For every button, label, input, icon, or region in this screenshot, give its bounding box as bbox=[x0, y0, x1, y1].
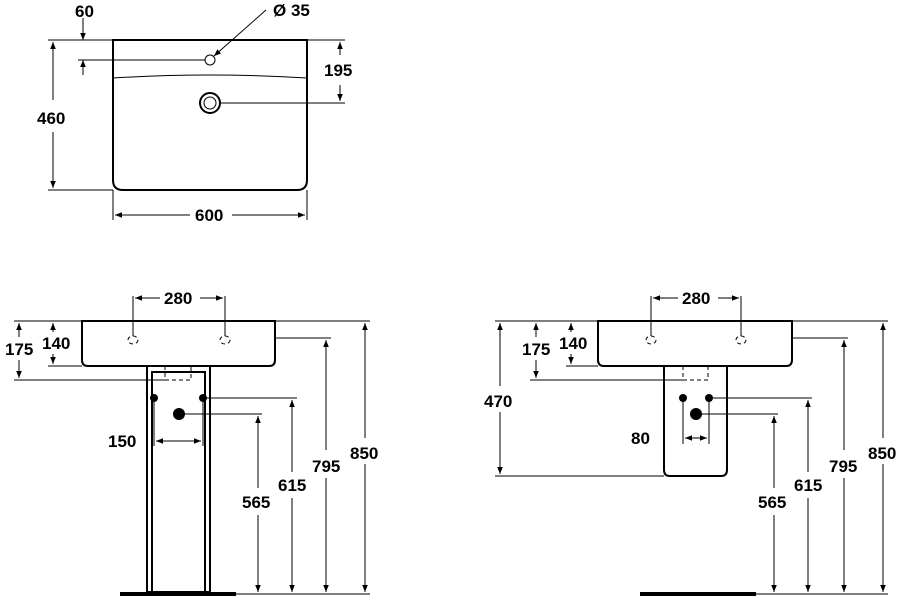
dim-615: 615 bbox=[278, 476, 306, 495]
dim-175: 175 bbox=[5, 340, 33, 359]
dim-depth: 460 bbox=[37, 109, 65, 128]
pedestal-view: 280 175 140 150 565 615 795 850 bbox=[5, 289, 378, 596]
dim-565-2: 565 bbox=[758, 493, 786, 512]
dim-hole-spacing-2: 280 bbox=[682, 289, 710, 308]
supply-right-2 bbox=[705, 394, 713, 402]
dim-470: 470 bbox=[484, 392, 512, 411]
bowl-rim-line bbox=[112, 74, 308, 79]
tap-hole-right bbox=[219, 335, 231, 345]
semi-pedestal-view: 280 175 140 470 80 565 615 bbox=[484, 289, 896, 596]
top-view: 60 Ø 35 195 460 600 bbox=[37, 1, 352, 225]
dim-795: 795 bbox=[312, 457, 340, 476]
dim-850: 850 bbox=[350, 444, 378, 463]
tap-hole-right-2 bbox=[735, 335, 747, 345]
tap-hole-left bbox=[127, 335, 139, 345]
dim-615-2: 615 bbox=[794, 476, 822, 495]
basin-outline-front-2 bbox=[597, 320, 793, 367]
dim-795-2: 795 bbox=[829, 457, 857, 476]
waste-outlet bbox=[199, 92, 221, 114]
dim-565: 565 bbox=[242, 493, 270, 512]
dim-850-2: 850 bbox=[868, 444, 896, 463]
dim-width: 600 bbox=[195, 206, 223, 225]
waste-outlet-inner bbox=[203, 96, 217, 110]
tap-hole-left-2 bbox=[645, 335, 657, 345]
basin-outline-top bbox=[112, 39, 308, 191]
dim-tap-hole: Ø 35 bbox=[273, 1, 310, 20]
dim-175-2: 175 bbox=[522, 340, 550, 359]
dim-140: 140 bbox=[42, 334, 70, 353]
dim-waste-depth: 195 bbox=[324, 61, 352, 80]
dim-supply-spacing-2: 80 bbox=[631, 429, 650, 448]
semi-pedestal-outline bbox=[663, 366, 728, 477]
supply-left bbox=[150, 394, 158, 402]
dim-edge-to-tap: 60 bbox=[75, 2, 94, 21]
waste-pipe bbox=[173, 408, 185, 420]
dim-supply-spacing: 150 bbox=[108, 432, 136, 451]
waste-pipe-2 bbox=[690, 408, 702, 420]
basin-outline-front bbox=[81, 320, 276, 367]
supply-right bbox=[199, 394, 207, 402]
dim-hole-spacing: 280 bbox=[164, 289, 192, 308]
supply-left-2 bbox=[679, 394, 687, 402]
tap-hole bbox=[204, 54, 216, 66]
dim-140-2: 140 bbox=[559, 334, 587, 353]
